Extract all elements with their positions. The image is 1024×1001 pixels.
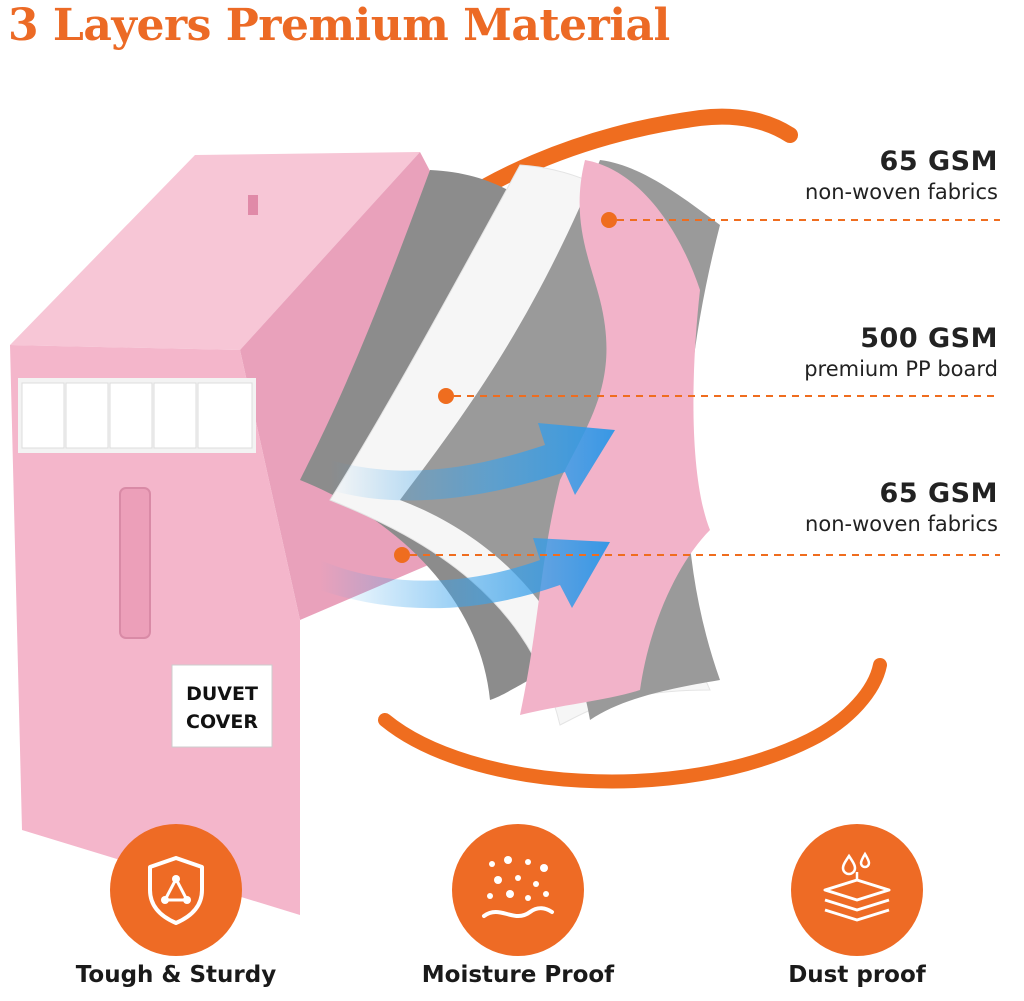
feature-label: Tough & Sturdy — [75, 962, 277, 988]
spec-layer-1: 65 GSM non-woven fabrics — [805, 146, 998, 206]
feature-circle — [452, 824, 584, 956]
feature-label: Moisture Proof — [421, 962, 615, 988]
feature-dust-proof: Dust proof — [737, 824, 977, 988]
page-title: 3 Layers Premium Material — [8, 0, 670, 51]
spec-gsm: 65 GSM — [879, 146, 998, 177]
spec-layer-3: 65 GSM non-woven fabrics — [805, 478, 998, 538]
storage-box: DUVET COVER — [10, 152, 440, 915]
callout-dot-2 — [438, 388, 454, 404]
shield-icon — [148, 856, 204, 925]
feature-circle — [791, 824, 923, 956]
spec-material: non-woven fabrics — [805, 180, 998, 204]
airflow-arrow-bottom — [320, 538, 610, 609]
spec-layer-2: 500 GSM premium PP board — [804, 323, 998, 383]
stacked-layers-water-icon — [823, 851, 891, 922]
callout-dot-3 — [394, 547, 410, 563]
moisture-dots-icon — [482, 856, 554, 918]
feature-label: Dust proof — [788, 962, 926, 988]
feature-tough-sturdy: Tough & Sturdy — [56, 824, 296, 988]
box-label-line1: DUVET — [186, 683, 258, 705]
spec-gsm: 500 GSM — [860, 323, 998, 354]
airflow-arrow-top — [330, 423, 615, 501]
orbit-ring-lower — [378, 658, 887, 789]
feature-moisture-proof: Moisture Proof — [398, 824, 638, 988]
spec-gsm: 65 GSM — [879, 478, 998, 509]
box-label-line2: COVER — [186, 711, 258, 733]
spec-material: premium PP board — [804, 357, 998, 381]
feature-circle — [110, 824, 242, 956]
spec-material: non-woven fabrics — [805, 512, 998, 536]
callout-dot-1 — [601, 212, 617, 228]
